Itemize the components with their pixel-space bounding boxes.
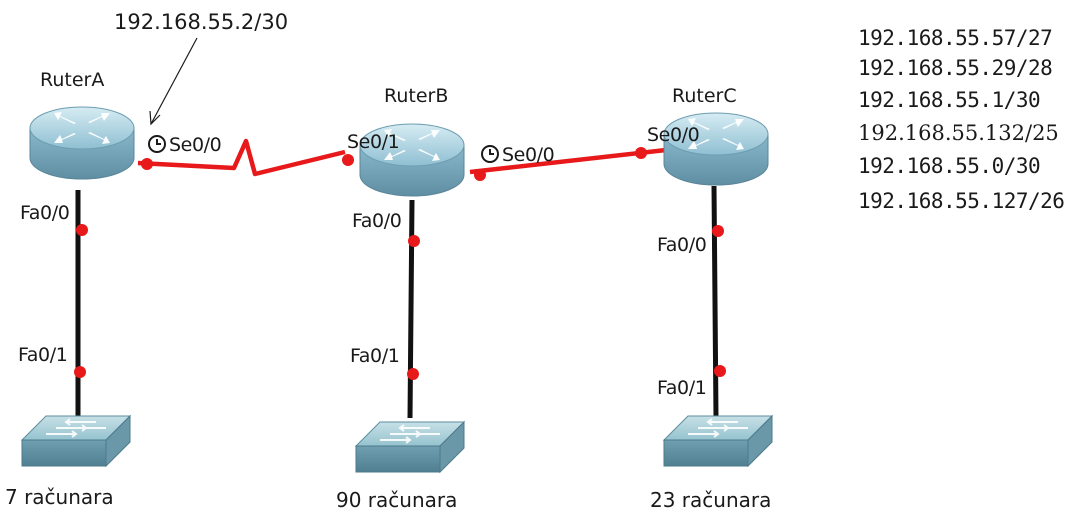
switch-a-hosts: 7 računara: [5, 485, 114, 509]
port-dot-c-fa00: [712, 225, 724, 237]
address-list-item: 192.168.55.0/30: [858, 154, 1040, 178]
cable-c: [711, 185, 719, 419]
cable-b: [407, 199, 415, 419]
switch-b-hosts: 90 računara: [336, 488, 457, 512]
router-b-fa-label: Fa0/0: [352, 210, 401, 232]
port-dot-a-fa00: [76, 224, 88, 236]
port-dot-c-se: [635, 147, 647, 159]
router-c-fa-label: Fa0/0: [657, 234, 706, 256]
address-list-item: 192.168.55.127/26: [858, 189, 1064, 213]
port-dot-b-fa00: [408, 235, 420, 247]
router-a[interactable]: [29, 106, 135, 180]
router-c-serial-label: Se0/0: [647, 124, 699, 146]
port-dot-a-fa01: [74, 366, 86, 378]
router-a-fa-label: Fa0/0: [20, 202, 69, 224]
clock-icon: [481, 145, 499, 163]
port-dot-b-se00: [474, 169, 486, 181]
address-list-item: 192.168.55.29/28: [858, 56, 1052, 80]
clock-icon: [148, 135, 166, 153]
address-list-item: 192.168.55.132/25: [858, 121, 1059, 145]
annotation-arrow: [149, 37, 198, 126]
port-dot-b-se01: [342, 154, 354, 166]
address-list-item: 192.168.55.57/27: [858, 26, 1052, 50]
switch-a-port-label: Fa0/1: [18, 344, 67, 366]
port-dot-b-fa01: [407, 368, 419, 380]
port-dot-a-se: [141, 158, 153, 170]
serial-link-a-b: [137, 138, 346, 177]
switch-c-port-label: Fa0/1: [657, 377, 706, 399]
switch-b-port-label: Fa0/1: [350, 345, 399, 367]
link-status-dots: [74, 147, 726, 380]
router-b-serial-in-label: Se0/1: [347, 131, 399, 153]
annotation-address: 192.168.55.2/30: [114, 10, 288, 34]
serial-link-b-c: [469, 147, 667, 175]
switch-a[interactable]: [21, 415, 131, 467]
address-list-item: 192.168.55.1/30: [858, 88, 1040, 112]
router-a-serial-label: Se0/0: [169, 134, 221, 156]
switch-b[interactable]: [355, 421, 465, 473]
port-dot-c-fa01: [714, 365, 726, 377]
router-c-name: RuterC: [672, 85, 737, 107]
router-a-name: RuterA: [40, 69, 104, 91]
switch-c-hosts: 23 računara: [650, 488, 771, 512]
router-b-name: RuterB: [384, 85, 448, 107]
switch-c[interactable]: [663, 415, 773, 467]
router-b-serial-out-label: Se0/0: [502, 144, 554, 166]
address-list: 192.168.55.57/27 192.168.55.29/28 192.16…: [858, 26, 1065, 213]
